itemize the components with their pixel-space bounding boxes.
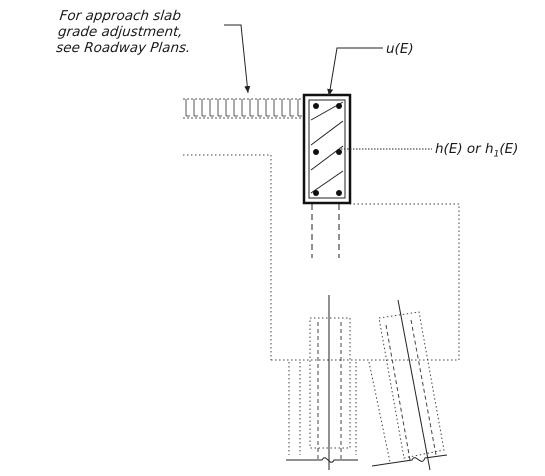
note-leader [224,24,251,94]
note-line-1: For approach slab [58,8,182,24]
approach-slab-note: For approach slab grade adjustment, see … [55,8,320,56]
label-h-prefix: h(E) or h [435,141,494,157]
backwall [302,93,352,258]
label-leaders [327,47,432,150]
label-h-suffix: (E) [499,141,519,157]
vertical-pile [309,295,351,470]
label-h-e: h(E) or h1(E) [435,141,518,160]
approach-slab [183,98,304,119]
break-lines [286,454,448,467]
label-h-subscript: 1 [493,149,500,160]
lower-piles-left [288,362,357,455]
label-u-e: u(E) [386,41,414,57]
battered-pile [368,299,445,471]
note-line-2: grade adjustment, [57,24,184,40]
note-line-3: see Roadway Plans. [55,40,192,56]
